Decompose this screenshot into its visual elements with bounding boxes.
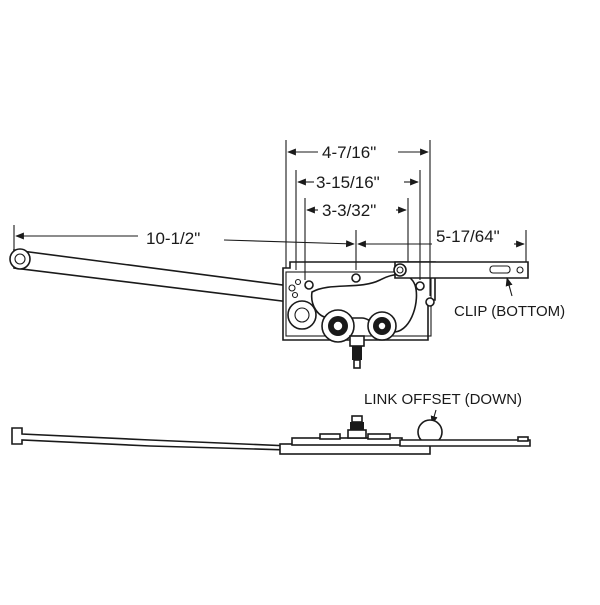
dim-link-span: 5-17/64" — [436, 227, 500, 246]
dim-middle-span: 3-15/16" — [316, 173, 380, 192]
short-link-arm — [393, 261, 529, 279]
top-view: 4-7/16" 3-15/16" 3-3/32" 10-1/2" 5-17/64… — [9, 140, 565, 369]
link-offset-callout: LINK OFFSET (DOWN) — [364, 391, 522, 408]
side-view: LINK OFFSET (DOWN) — [11, 391, 531, 455]
dim-overall-arm: 10-1/2" — [146, 229, 200, 248]
side-long-arm — [11, 427, 291, 451]
dim-inner-span: 3-3/32" — [322, 201, 376, 220]
side-spline-stud — [347, 415, 367, 439]
extension-lines — [13, 140, 527, 296]
housing — [282, 261, 436, 369]
long-arm — [9, 248, 291, 303]
side-short-link — [399, 436, 531, 447]
clip-callout: CLIP (BOTTOM) — [454, 303, 565, 320]
dimension-lines — [15, 148, 525, 297]
dim-top-span: 4-7/16" — [322, 143, 376, 162]
